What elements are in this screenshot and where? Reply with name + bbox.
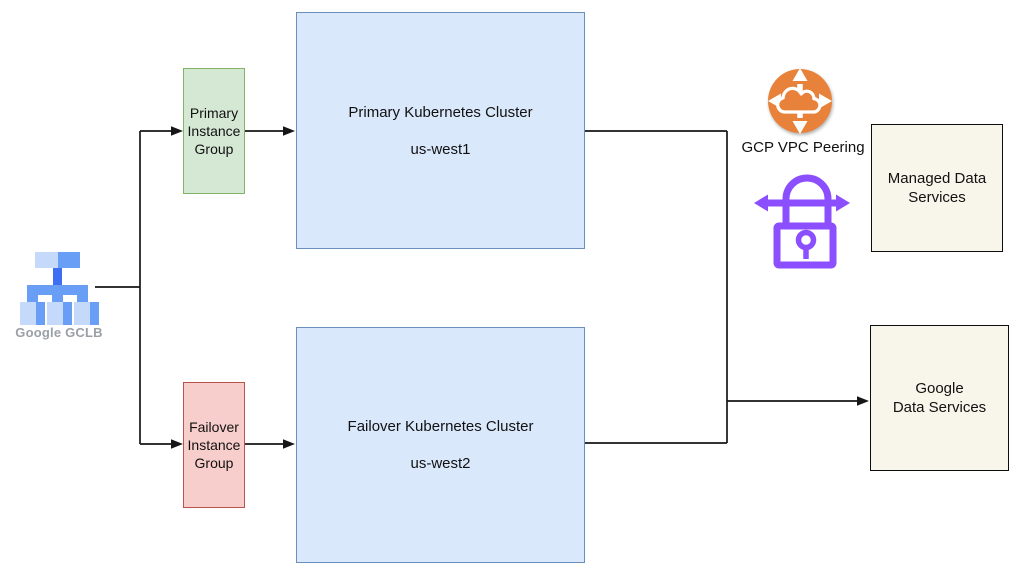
primary-instance-group-label: Primary Instance Group [187,105,241,157]
peering-cloud-icon [776,86,822,114]
failover-cluster-title: Failover Kubernetes Cluster [347,418,534,435]
arrowhead-primary-ig [171,126,183,136]
google-data-services-box: Google Data Services [870,325,1009,471]
failover-cluster-region: us-west2 [410,455,471,472]
managed-data-services-line2: Services [908,189,966,206]
gclb-load-balancer-icon [20,252,99,325]
primary-kubernetes-cluster-box: Primary Kubernetes Cluster us-west1 [296,12,585,249]
arrowhead-failover-cluster [283,439,295,449]
google-data-services-line2: Data Services [892,399,987,416]
peering-circle [768,69,832,133]
secure-connection-lock-icon [754,174,850,269]
arrowhead-google-data-services [857,396,869,406]
managed-data-services-box: Managed Data Services [871,124,1003,252]
gcp-vpc-peering-label: GCP VPC Peering [741,139,865,156]
google-data-services-line1: Google [915,380,964,397]
primary-instance-group-box: Primary Instance Group [183,68,245,194]
arrowhead-primary-cluster [283,126,295,136]
google-gclb-label: Google GCLB [15,325,103,340]
managed-data-services-line1: Managed Data [887,170,987,187]
vpc-peering-icon [768,68,832,134]
failover-kubernetes-cluster-box: Failover Kubernetes Cluster us-west2 [296,327,585,563]
failover-instance-group-box: Failover Instance Group [183,382,245,508]
primary-cluster-region: us-west1 [410,140,471,158]
primary-cluster-title: Primary Kubernetes Cluster [348,103,533,121]
arrowhead-failover-ig [171,439,183,449]
failover-instance-group-label: Failover Instance Group [187,419,241,471]
peering-arrows [768,68,832,134]
